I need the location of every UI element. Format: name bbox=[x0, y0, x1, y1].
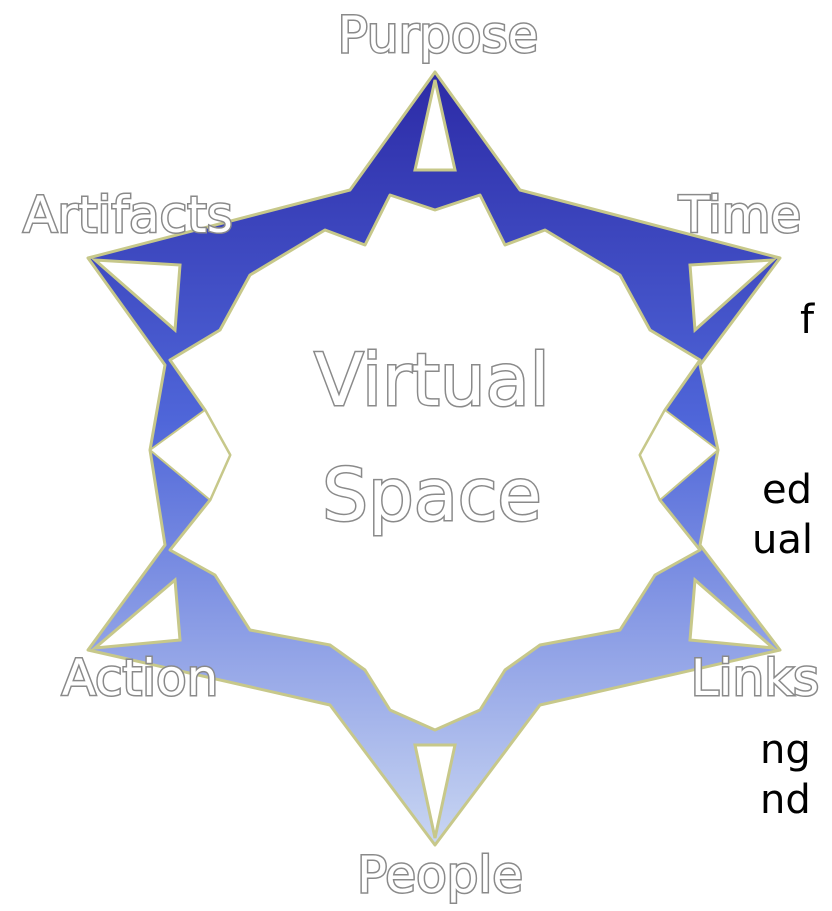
center-title-line1: Virtual bbox=[314, 338, 549, 422]
label-purpose: Purpose bbox=[338, 6, 539, 64]
label-artifacts: Artifacts bbox=[23, 186, 233, 244]
label-time: Time bbox=[678, 186, 801, 244]
label-people: People bbox=[357, 846, 523, 904]
label-action: Action bbox=[62, 649, 219, 707]
label-links: Links bbox=[691, 649, 819, 707]
center-title-line2: Space bbox=[322, 453, 541, 537]
